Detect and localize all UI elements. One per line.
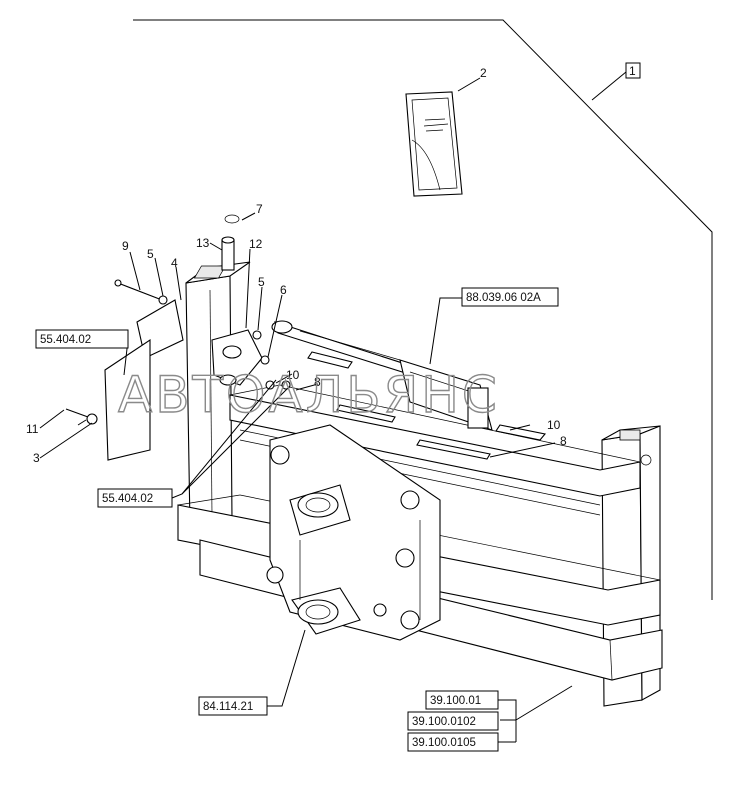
wear-strip-right [416,439,491,460]
bolt-11 [65,408,89,418]
ref-box-55-404-lower [97,488,173,508]
ref-88-039-06-02a[interactable]: 88.039.06 02A [466,292,541,304]
callout-9: 9 [122,239,129,253]
callout-2: 2 [480,66,487,80]
ref-39-100-01[interactable]: 39.100.01 [430,695,481,707]
bolt-9 [117,282,163,301]
ref-box-39-100-0105 [407,732,499,752]
ref-39-100-0102[interactable]: 39.100.0102 [412,716,476,728]
manual-booklet [405,91,463,197]
ref-55-404-02-lower[interactable]: 55.404.02 [102,493,153,505]
ref-55-404-02-upper[interactable]: 55.404.02 [40,334,91,346]
callout-3: 3 [33,451,40,465]
towing-hitch [266,424,441,641]
ref-box-88-039 [461,287,559,307]
main-frame [177,261,663,707]
ref-84-114-21[interactable]: 84.114.21 [203,701,253,713]
mounting-plate [104,338,151,461]
callout-10-right: 10 [547,418,561,432]
ref-box-55-404-upper [35,329,129,349]
callout-4: 4 [171,256,178,270]
ref-box-39-100-0102 [407,711,499,731]
hydraulic-cylinder [271,320,547,441]
callout-5-right: 5 [258,275,265,289]
ref-39-100-0105[interactable]: 39.100.0105 [412,737,476,749]
assembly-bracket-line [133,19,713,600]
callout-1-box [625,62,641,79]
callout-13: 13 [196,236,210,250]
pin-bracket [211,214,263,386]
ref-box-84-114 [198,696,268,716]
callout-7: 7 [256,202,263,216]
callout-6: 6 [280,283,287,297]
callout-10-left: 10 [286,368,300,382]
callout-8-right: 8 [560,434,567,448]
callout-11: 11 [26,422,39,436]
callout-8-left: 8 [314,375,321,389]
ref-box-39-100-01 [425,690,499,710]
watermark: АВТОАЛЬЯНС [118,366,500,424]
callout-5-left: 5 [147,247,154,261]
callout-12: 12 [249,237,263,251]
callout-1: 1 [629,64,636,78]
wear-strip-left [336,404,396,423]
